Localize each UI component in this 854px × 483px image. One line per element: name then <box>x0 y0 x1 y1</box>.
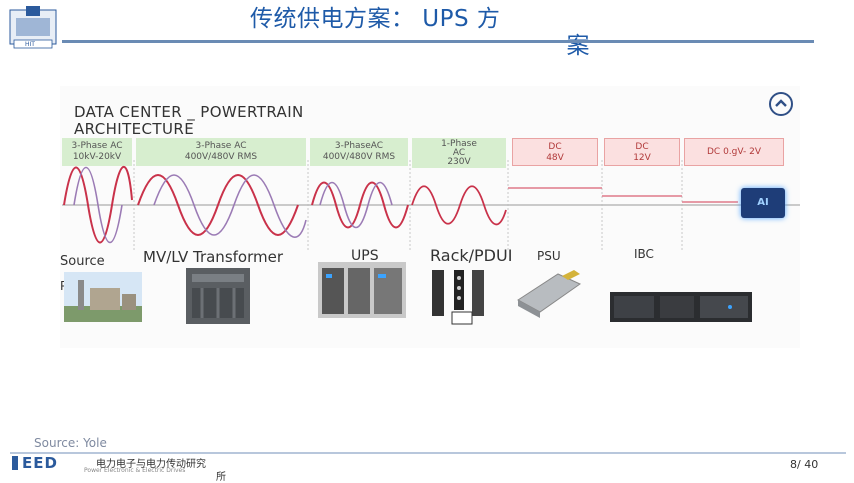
wave-hv <box>63 165 133 244</box>
slide-title-line1: 传统供电方案： UPS 方 <box>250 6 501 32</box>
footer-org-name-en: Power Electronic & Electric Drives <box>84 467 186 474</box>
phase-label: 3-Phase AC <box>195 141 247 151</box>
power-plant-image <box>64 272 142 322</box>
chip-label: AI <box>757 197 769 208</box>
phase-label: 12V <box>633 153 651 163</box>
logo-text: HIT <box>25 41 35 48</box>
phase-label: 230V <box>447 157 471 167</box>
ibc-server-image <box>610 292 752 322</box>
stage-label-psu: PSU <box>537 249 561 263</box>
phase-label: AC <box>452 148 466 158</box>
figure-heading: DATA CENTER _ POWERTRAIN ARCHITECTURE <box>74 104 304 138</box>
phase-label: 10kV-20kV <box>72 152 122 162</box>
stage-label-source: Source <box>60 254 105 269</box>
stage-label-transformer: MV/LV Transformer <box>143 248 284 266</box>
slide-title-line2: 案 <box>566 33 590 59</box>
phase-box-ups: 3-PhaseAC 400V/480V RMS <box>310 138 408 166</box>
phase-label: 400V/480V RMS <box>184 152 258 162</box>
stage-label-ups: UPS <box>351 248 379 264</box>
phase-box-rack: 1-Phase AC 230V <box>412 138 506 168</box>
source-note: Source: Yole <box>34 436 107 450</box>
phase-label: 1-Phase <box>441 139 477 149</box>
page-current: 8 <box>790 458 797 471</box>
footer-org-name-cn: 电力电子与电力传动研究 <box>96 455 206 470</box>
phase-label: DC <box>635 142 649 152</box>
header-divider <box>62 40 814 43</box>
phase-label: 3-PhaseAC <box>334 141 384 151</box>
eed-logo-text: EED <box>22 454 58 472</box>
figure-heading-line1: DATA CENTER _ POWERTRAIN <box>74 103 304 121</box>
transformer-image <box>186 268 250 324</box>
footer-org-name-cn-line1: 电力电子与电力传动研究 <box>96 459 206 470</box>
phase-box-source: 3-Phase AC 10kV-20kV <box>62 138 132 166</box>
stage-label-rack-pdu: Rack/PDUI <box>430 246 513 265</box>
page-total: 40 <box>804 458 819 471</box>
page-number: 8/ 40 <box>790 458 818 471</box>
university-logo: HIT <box>6 4 60 52</box>
phase-box-psu: DC 48V <box>512 138 598 166</box>
rack-pdu-image <box>432 270 484 325</box>
phase-label: 3-Phase AC <box>71 141 123 151</box>
phase-box-ibc: DC 12V <box>604 138 680 166</box>
phase-label: 400V/480V RMS <box>322 152 396 162</box>
psu-image <box>517 270 582 318</box>
footer-divider <box>10 452 846 454</box>
ups-cabinet-image <box>318 262 406 318</box>
footer-org-name-cn-line2: 所 <box>216 472 226 483</box>
phase-box-transformer: 3-Phase AC 400V/480V RMS <box>136 138 306 166</box>
phase-label: DC 0.gV- 2V <box>707 147 761 157</box>
page-separator: / <box>797 458 805 471</box>
eed-logo: EED <box>12 454 58 472</box>
chevron-up-icon[interactable] <box>769 92 793 116</box>
phase-label: DC <box>548 142 562 152</box>
voltage-waveform <box>62 160 800 250</box>
eed-logo-mark <box>12 456 18 470</box>
phase-label: 48V <box>546 153 564 163</box>
figure-heading-line2: ARCHITECTURE <box>74 120 195 138</box>
stage-label-ibc: IBC <box>634 247 654 261</box>
ai-chip-icon: AI <box>741 188 785 218</box>
slide-title: 传统供电方案： UPS 方 案 <box>250 6 610 60</box>
phase-box-pol: DC 0.gV- 2V <box>684 138 784 166</box>
